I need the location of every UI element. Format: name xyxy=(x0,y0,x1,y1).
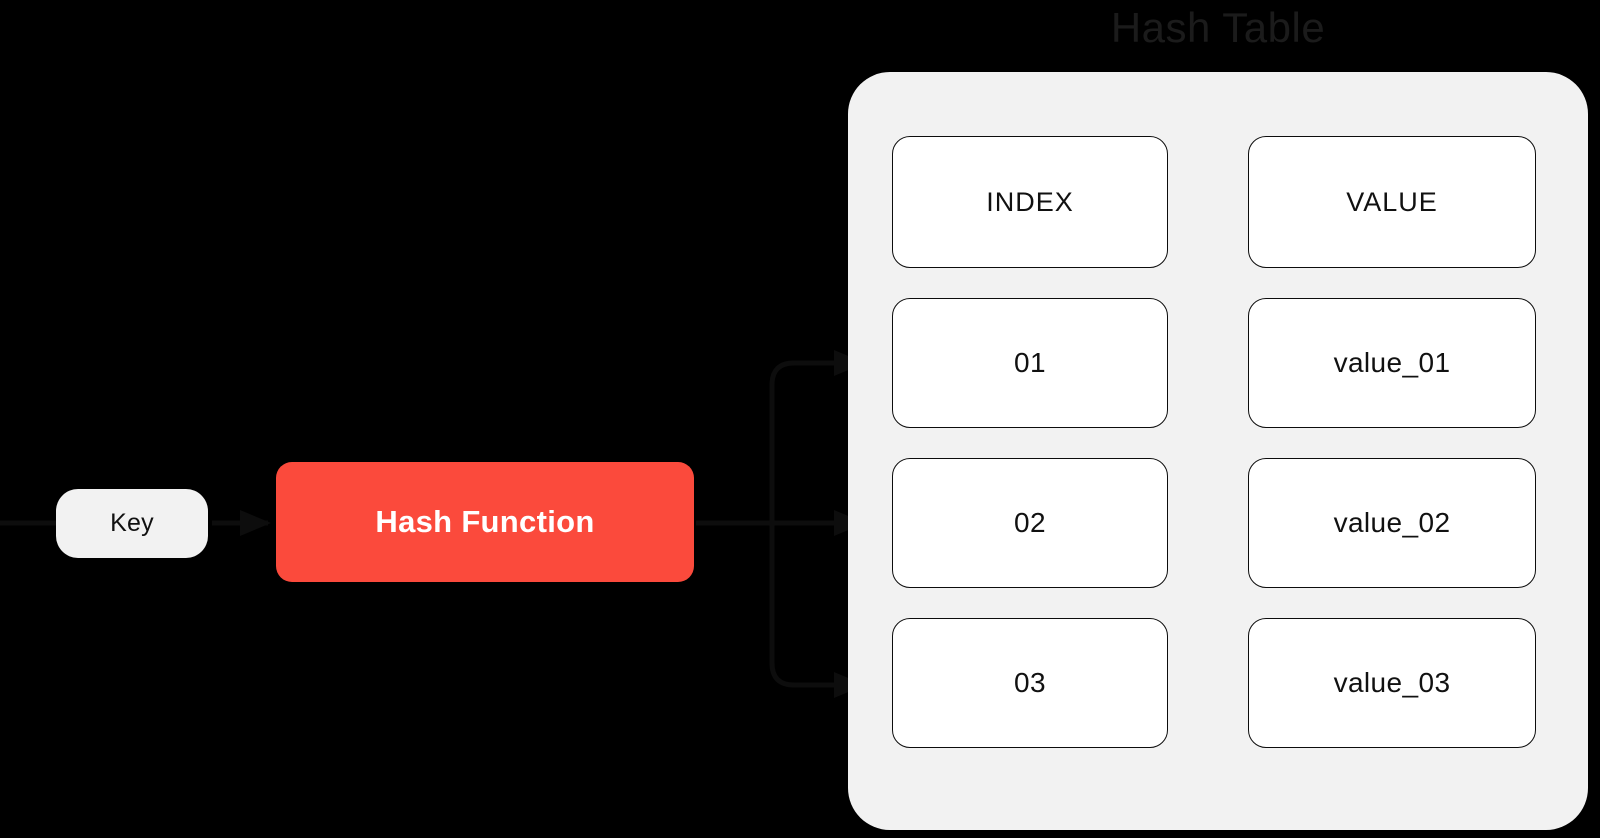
key-node[interactable]: Key xyxy=(56,489,208,558)
table-row: 02 value_02 xyxy=(892,458,1536,588)
index-cell-01[interactable]: 01 xyxy=(892,298,1168,428)
table-row: 01 value_01 xyxy=(892,298,1536,428)
column-header-index: INDEX xyxy=(892,136,1168,268)
index-cell-02[interactable]: 02 xyxy=(892,458,1168,588)
index-cell-03[interactable]: 03 xyxy=(892,618,1168,748)
value-cell-02[interactable]: value_02 xyxy=(1248,458,1536,588)
table-header-row: INDEX VALUE xyxy=(892,136,1536,268)
page-title: Hash Table xyxy=(1110,4,1326,51)
value-cell-01[interactable]: value_01 xyxy=(1248,298,1536,428)
hash-function-node[interactable]: Hash Function xyxy=(276,462,694,582)
value-cell-03[interactable]: value_03 xyxy=(1248,618,1536,748)
hash-table-grid: INDEX VALUE 01 value_01 02 value_02 03 v… xyxy=(892,136,1536,748)
hash-function-label: Hash Function xyxy=(375,504,595,539)
table-row: 03 value_03 xyxy=(892,618,1536,748)
column-header-value: VALUE xyxy=(1248,136,1536,268)
key-label: Key xyxy=(110,509,154,537)
